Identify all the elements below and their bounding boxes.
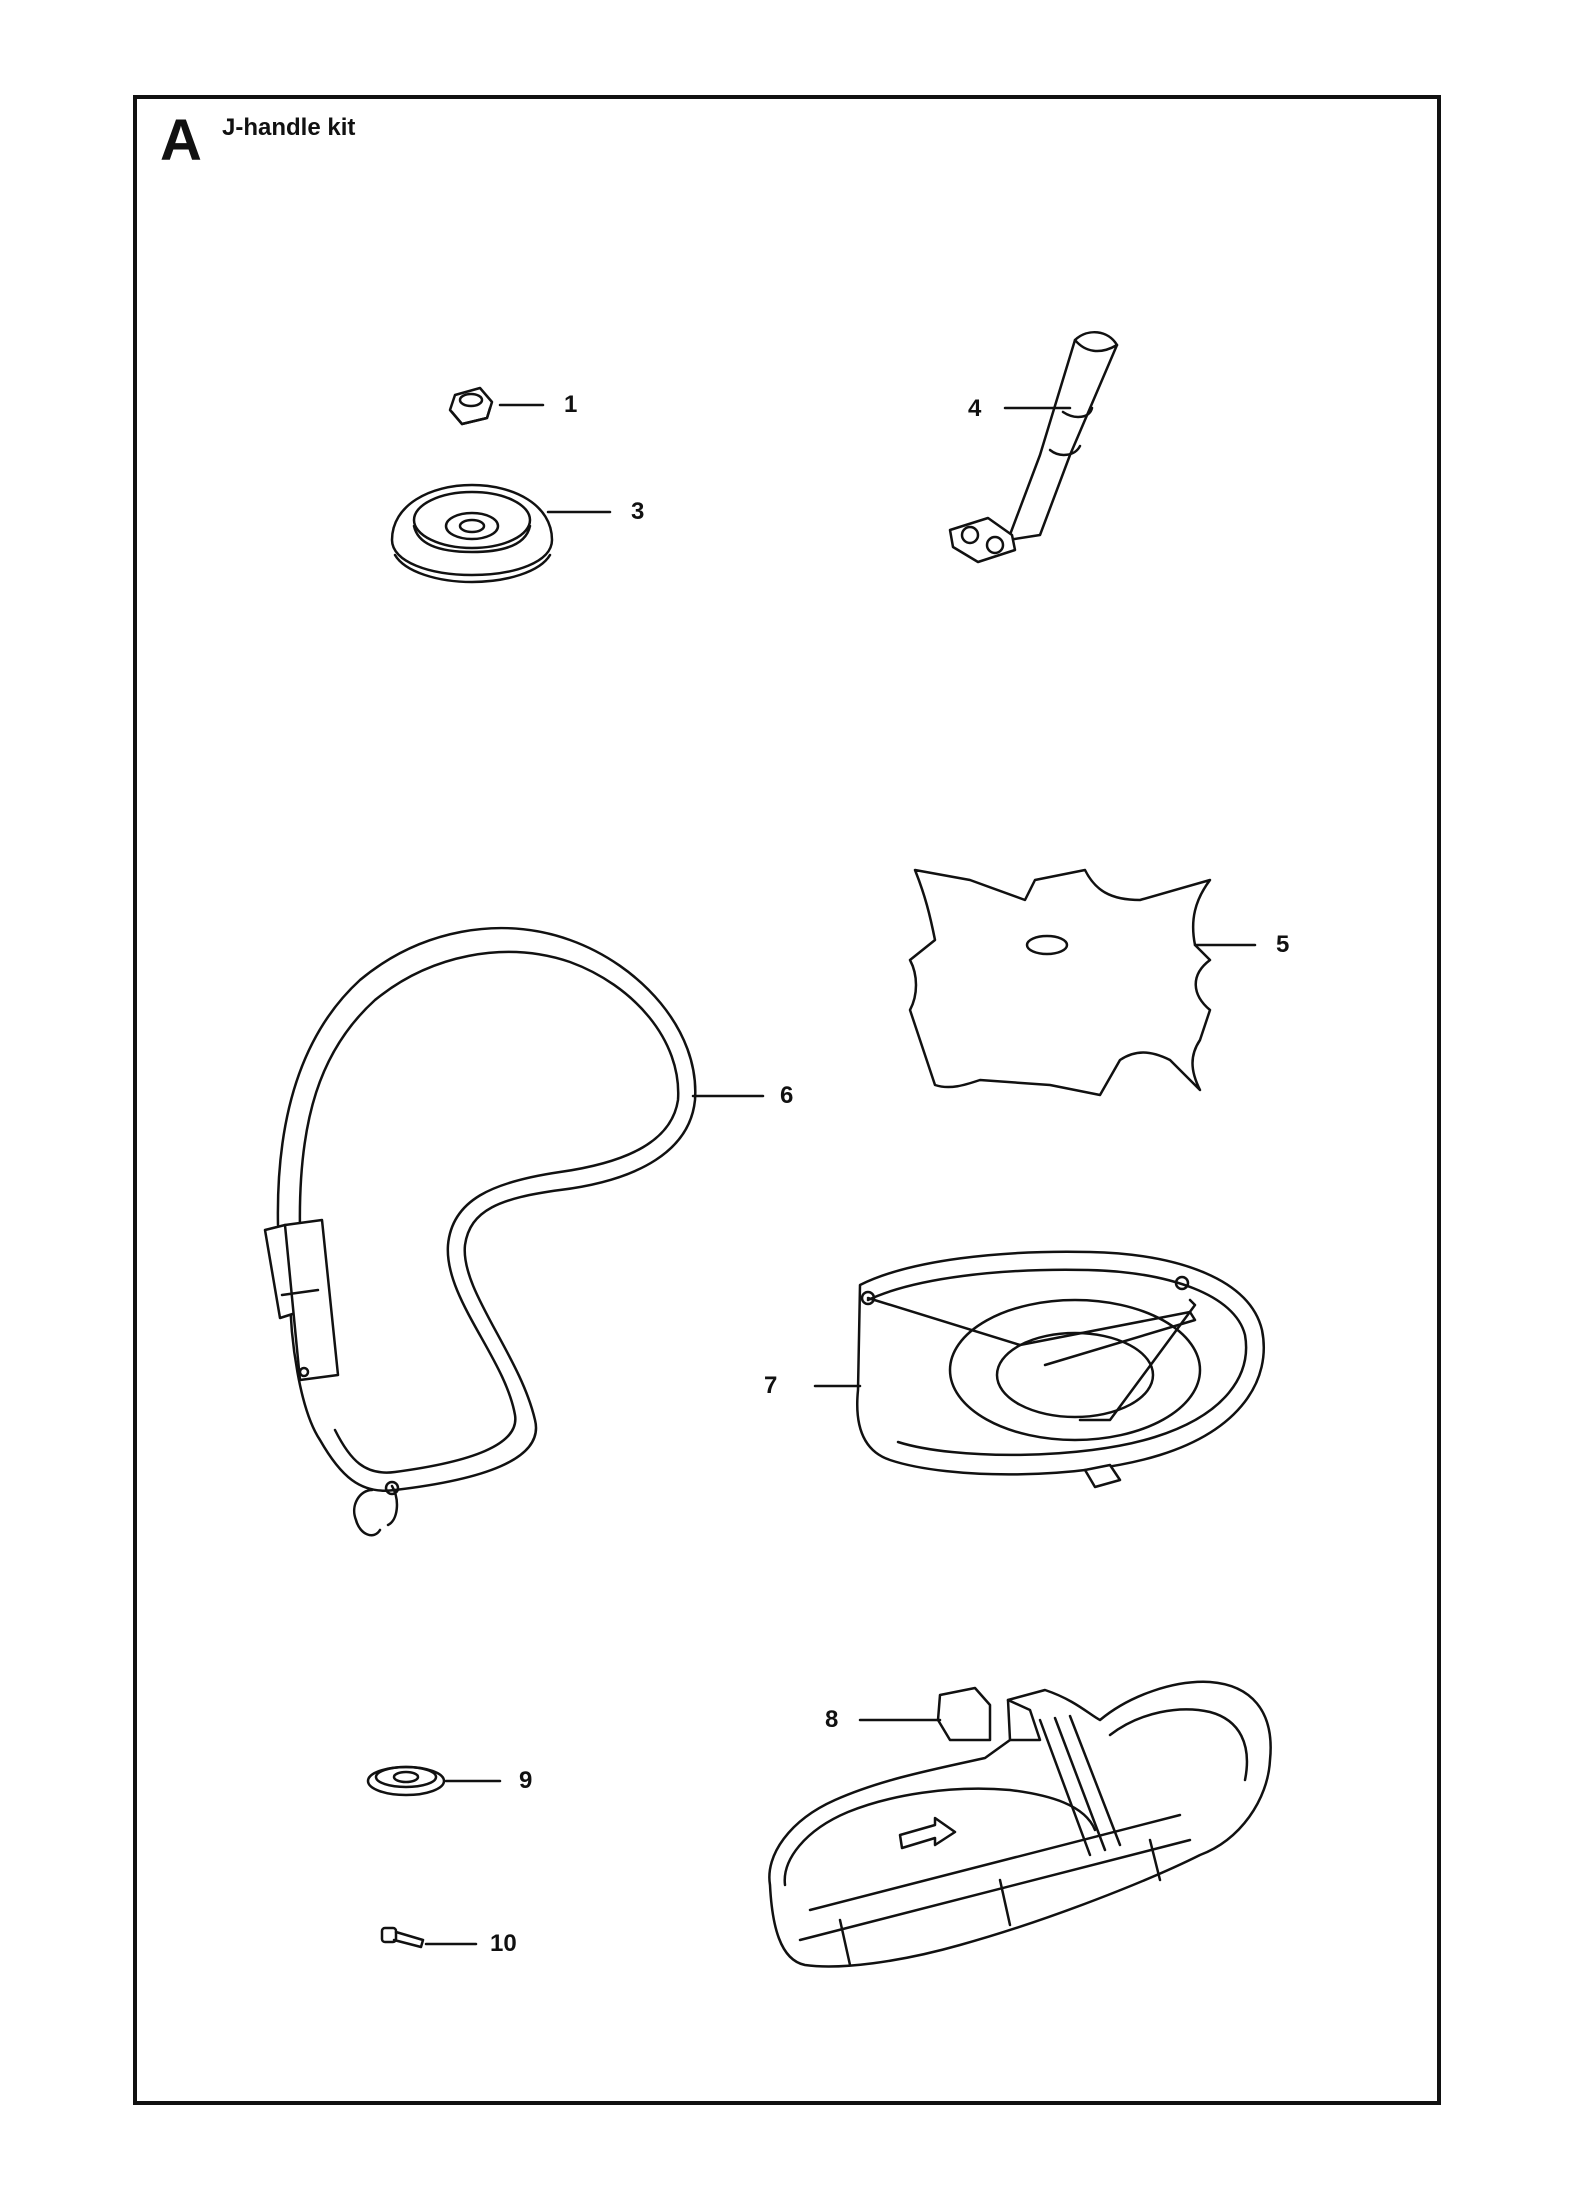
section-letter: A [160,108,202,173]
part-7-guard [813,1250,1265,1489]
callout-10: 10 [490,1930,517,1957]
part-4-handle [948,331,1119,564]
callout-4: 4 [968,395,982,422]
part-6-strap [263,926,765,1537]
callout-3: 3 [631,498,645,525]
callout-9: 9 [519,1767,533,1794]
diagram-frame [133,95,1441,2105]
callout-8: 8 [825,1706,839,1733]
section-title: J-handle kit [222,114,356,141]
part-8-guard [768,1680,1272,1968]
callout-5: 5 [1276,931,1290,958]
part-9-washer [366,1765,502,1797]
part-10-bolt [380,1926,478,1949]
callout-6: 6 [780,1082,794,1109]
callout-1: 1 [564,391,578,418]
part-3-cup [390,483,612,584]
part-5-blade [908,868,1257,1097]
callout-7: 7 [764,1372,778,1399]
part-1-nut [448,386,545,426]
